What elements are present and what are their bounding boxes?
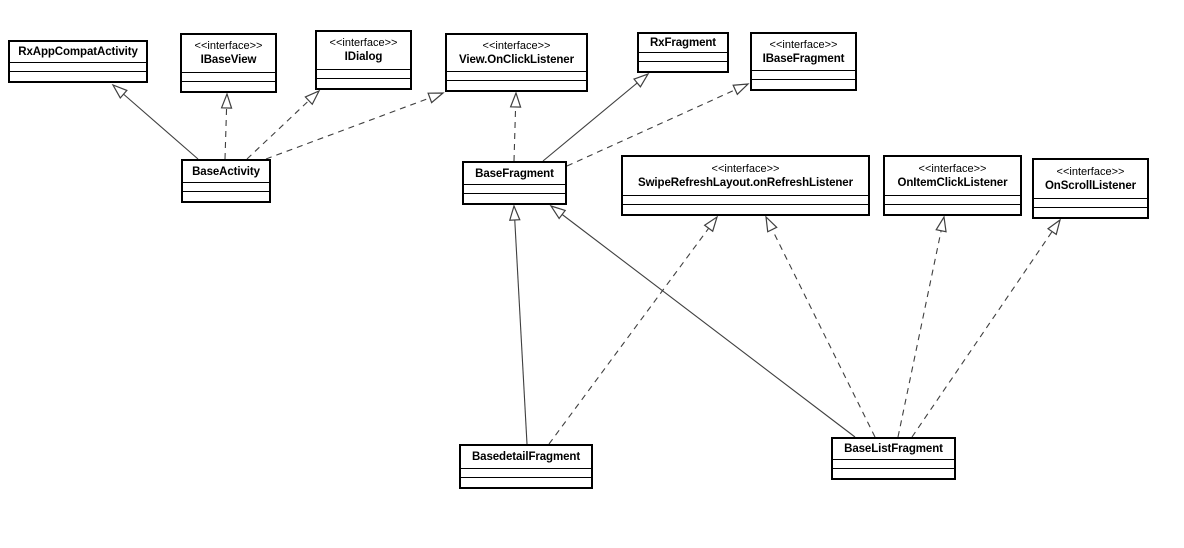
- class-name: IDialog: [344, 51, 383, 63]
- stereotype-label: <<interface>>: [1056, 165, 1125, 178]
- attributes-compartment: [464, 184, 565, 193]
- generalization-baseactivity-to-rxappcompatactivity: [111, 83, 199, 160]
- class-title: <<interface>> IBaseFragment: [752, 34, 855, 70]
- operations-compartment: [464, 193, 565, 203]
- class-title: <<interface>> OnScrollListener: [1034, 160, 1147, 198]
- class-name: RxFragment: [649, 37, 717, 49]
- class-box-baseactivity[interactable]: BaseActivity: [181, 159, 271, 203]
- class-title: RxFragment: [639, 34, 727, 52]
- attributes-compartment: [752, 70, 855, 79]
- attributes-compartment: [639, 52, 727, 61]
- class-box-rxappcompatactivity[interactable]: RxAppCompatActivity: [8, 40, 148, 83]
- interface-box-viewonclicklistener[interactable]: <<interface>> View.OnClickListener: [445, 33, 588, 92]
- stereotype-label: <<interface>>: [918, 162, 987, 175]
- realization-baseactivity-to-idialog: [246, 89, 321, 160]
- realization-basefragment-to-viewonclicklistener: [509, 91, 522, 162]
- class-title: <<interface>> IBaseView: [182, 35, 275, 72]
- realization-baselistfragment-to-swiperefreshlistener: [765, 215, 876, 438]
- operations-compartment: [639, 61, 727, 71]
- operations-compartment: [752, 79, 855, 89]
- stereotype-label: <<interface>>: [329, 37, 398, 49]
- class-name: BaseListFragment: [844, 443, 943, 455]
- interface-box-idialog[interactable]: <<interface>> IDialog: [315, 30, 412, 90]
- attributes-compartment: [447, 71, 586, 80]
- realization-baseactivity-to-ibaseview: [220, 92, 233, 160]
- class-title: <<interface>> IDialog: [317, 32, 410, 69]
- operations-compartment: [317, 78, 410, 88]
- class-title: <<interface>> SwipeRefreshLayout.onRefre…: [623, 157, 868, 195]
- realization-baselistfragment-to-onscrolllistener: [911, 218, 1062, 438]
- class-name: BaseFragment: [475, 167, 554, 180]
- class-box-rxfragment[interactable]: RxFragment: [637, 32, 729, 73]
- stereotype-label: <<interface>>: [769, 38, 838, 51]
- attributes-compartment: [623, 195, 868, 204]
- operations-compartment: [182, 81, 275, 91]
- class-box-basefragment[interactable]: BaseFragment: [462, 161, 567, 205]
- attributes-compartment: [885, 195, 1020, 204]
- operations-compartment: [10, 71, 146, 81]
- class-title: BasedetailFragment: [461, 446, 591, 468]
- class-box-baselistfragment[interactable]: BaseListFragment: [831, 437, 956, 480]
- generalization-basedetailfragment-to-basefragment: [508, 204, 528, 445]
- attributes-compartment: [10, 62, 146, 71]
- class-title: RxAppCompatActivity: [10, 42, 146, 62]
- class-title: BaseActivity: [183, 161, 269, 182]
- generalization-basefragment-to-rxfragment: [542, 72, 650, 162]
- realization-basedetailfragment-to-swiperefreshlistener: [548, 215, 719, 445]
- generalization-baselistfragment-to-basefragment: [549, 204, 856, 438]
- realization-baseactivity-to-viewonclicklistener: [265, 92, 445, 160]
- class-title: <<interface>> View.OnClickListener: [447, 35, 586, 71]
- realization-basefragment-to-ibasefragment: [566, 83, 750, 167]
- operations-compartment: [885, 204, 1020, 214]
- class-title: <<interface>> OnItemClickListener: [885, 157, 1020, 195]
- class-name: IBaseView: [200, 54, 257, 66]
- operations-compartment: [1034, 207, 1147, 217]
- operations-compartment: [833, 468, 954, 478]
- stereotype-label: <<interface>>: [482, 39, 551, 52]
- class-name: RxAppCompatActivity: [18, 46, 138, 58]
- realization-baselistfragment-to-onitemclicklistener: [897, 215, 947, 438]
- class-name: BasedetailFragment: [471, 451, 581, 463]
- class-name: View.OnClickListener: [459, 53, 574, 66]
- class-name: OnScrollListener: [1044, 179, 1137, 192]
- attributes-compartment: [461, 468, 591, 477]
- stereotype-label: <<interface>>: [711, 162, 780, 175]
- interface-box-onitemclicklistener[interactable]: <<interface>> OnItemClickListener: [883, 155, 1022, 216]
- attributes-compartment: [182, 72, 275, 81]
- class-name: IBaseFragment: [762, 52, 845, 65]
- operations-compartment: [461, 477, 591, 487]
- interface-box-ibasefragment[interactable]: <<interface>> IBaseFragment: [750, 32, 857, 91]
- interface-box-swiperefreshlistener[interactable]: <<interface>> SwipeRefreshLayout.onRefre…: [621, 155, 870, 216]
- attributes-compartment: [183, 182, 269, 191]
- operations-compartment: [623, 204, 868, 214]
- interface-box-ibaseview[interactable]: <<interface>> IBaseView: [180, 33, 277, 93]
- class-name: BaseActivity: [192, 165, 260, 178]
- attributes-compartment: [1034, 198, 1147, 207]
- operations-compartment: [447, 80, 586, 90]
- class-title: BaseListFragment: [833, 439, 954, 459]
- class-box-basedetailfragment[interactable]: BasedetailFragment: [459, 444, 593, 489]
- class-name: OnItemClickListener: [897, 176, 1008, 189]
- attributes-compartment: [833, 459, 954, 468]
- operations-compartment: [183, 191, 269, 201]
- interface-box-onscrolllistener[interactable]: <<interface>> OnScrollListener: [1032, 158, 1149, 219]
- class-name: SwipeRefreshLayout.onRefreshListener: [638, 176, 853, 189]
- stereotype-label: <<interface>>: [194, 40, 263, 52]
- attributes-compartment: [317, 69, 410, 78]
- class-title: BaseFragment: [464, 163, 565, 184]
